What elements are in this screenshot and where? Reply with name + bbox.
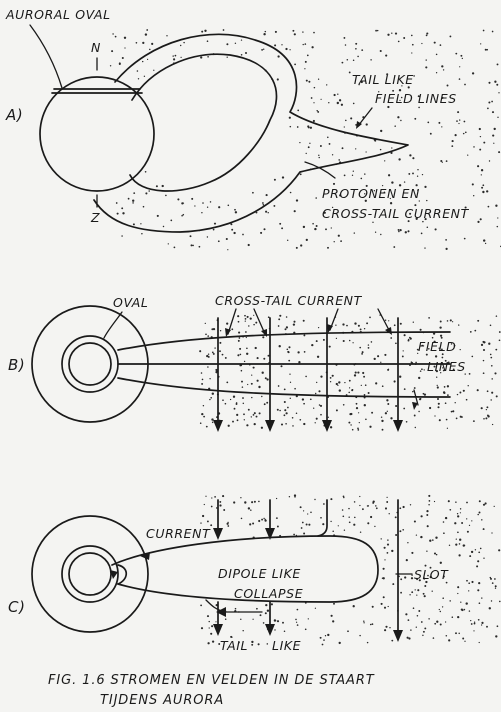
panel-a-tag: A) (5, 106, 23, 124)
tail-label-c: TAIL (220, 638, 248, 653)
dipole-like-label: DIPOLE LIKE (218, 566, 301, 581)
magnetosphere-outer-boundary (93, 33, 409, 233)
cross-tail-current-label: CROSS-TAIL CURRENT (215, 293, 363, 308)
oval-label-b: OVAL (113, 295, 148, 310)
tail-field-lines-arrow-head (356, 121, 362, 129)
earth-inner-circle-b (68, 342, 112, 386)
proton-current-leader (304, 161, 336, 179)
tail-field-line-lower (117, 377, 451, 398)
tail-like-label-2: FIELD LINES (375, 91, 457, 106)
panel-b-tag: B) (8, 356, 25, 374)
panel-a: A) AURORAL OVAL N Z TAIL LIKE FIELD LINE… (5, 7, 501, 251)
protonen-label-1: PROTONEN EN (322, 186, 420, 201)
auroral-oval-label: AURORAL OVAL (5, 7, 111, 22)
protonen-label-2: CROSS-TAIL CURRENT (322, 206, 470, 221)
dipole-like-loop (111, 535, 379, 603)
loop-arrow-top (140, 552, 150, 560)
slot-label: SLOT (414, 567, 449, 582)
like-label-c: LIKE (272, 638, 301, 653)
panel-c: C) CURRENT DIPOLE LIKE COLLAPSE SLOT TAI… (8, 494, 501, 653)
loop-inner-turn (117, 564, 128, 585)
loop-arrow-left (110, 570, 118, 579)
vertical-current-lines-b (213, 317, 403, 432)
cross-tail-arrows (225, 308, 419, 410)
auroral-oval-leader-line (29, 24, 63, 89)
field-label-2: LINES (427, 359, 466, 374)
tail-field-lines-arrow-line (357, 107, 373, 127)
caption-line-1: FIG. 1.6 STROMEN EN VELDEN IN DE STAART (48, 673, 375, 688)
south-label: Z (90, 210, 100, 225)
earth-inner-circle-c (68, 552, 112, 596)
figure-caption: FIG. 1.6 STROMEN EN VELDEN IN DE STAART … (48, 673, 375, 708)
collapse-arrow-head (216, 607, 226, 617)
magnetosphere-inner-boundary (129, 53, 278, 192)
earth-middle-circle-b (61, 335, 119, 393)
earth-circle-a (39, 76, 155, 192)
current-label-c: CURRENT (146, 526, 211, 541)
field-label-1: FIELD (418, 339, 456, 354)
panel-b: B) OVAL CROSS-TAIL CURRENT (8, 293, 501, 432)
panel-c-tag: C) (8, 598, 26, 616)
plasma-stipple-a (109, 29, 501, 251)
plasma-stipple-c (200, 494, 501, 646)
oval-leader-b (103, 311, 123, 339)
tail-field-line-upper (117, 331, 451, 351)
earth-outer-circle-c (31, 515, 149, 633)
collapse-label: COLLAPSE (234, 586, 303, 601)
vertical-current-lines-c (213, 499, 403, 642)
tail-like-label-1: TAIL LIKE (352, 72, 414, 87)
collapse-arrow-line (205, 599, 263, 613)
north-label: N (91, 40, 101, 55)
caption-line-2: TIJDENS AURORA (100, 693, 224, 708)
earth-middle-circle-c (61, 545, 119, 603)
